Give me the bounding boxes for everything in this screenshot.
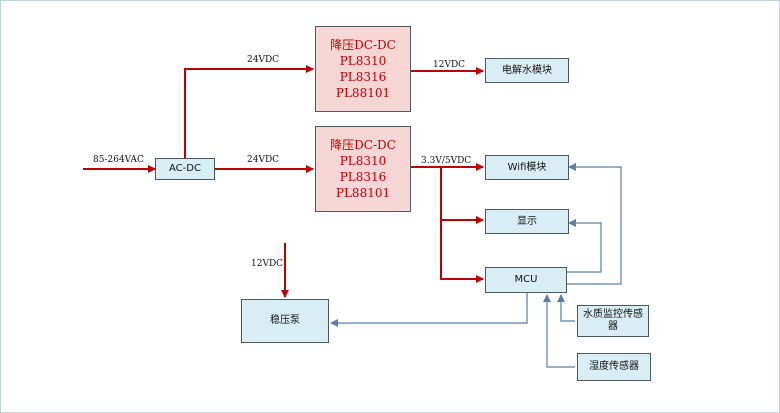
- display-label: 显示: [517, 215, 537, 227]
- acdc-label: AC-DC: [169, 163, 201, 174]
- water-quality-sensor-block: 水质监控传感器: [577, 305, 649, 337]
- mcu-block: MCU: [485, 267, 567, 293]
- pump-label: 稳压泵: [270, 315, 300, 326]
- v12-pump-label: 12VDC: [251, 259, 284, 269]
- water-quality-to-mcu-line: [557, 294, 575, 322]
- acdc-to-dcdc-top-line: [184, 65, 314, 158]
- mcu-label: MCU: [514, 274, 538, 285]
- v12-top-label: 12VDC: [433, 60, 466, 70]
- electrolysis-module-label: 电解水模块: [502, 64, 552, 76]
- water-quality-sensor-label: 水质监控传感器: [583, 309, 643, 332]
- humidity-to-mcu-line: [543, 294, 575, 368]
- dcdc-mid-title: 降压DC-DC: [330, 138, 396, 152]
- branch-to-mcu-line: [440, 167, 484, 283]
- dcdc-top-part-3: PL88101: [335, 86, 391, 100]
- wifi-module-label: Wifi模块: [507, 161, 547, 173]
- mcu-to-pump-line: [330, 293, 528, 327]
- acdc-block: AC-DC: [155, 158, 215, 180]
- ac-input-label: 85-264VAC: [93, 155, 144, 165]
- wifi-module-block: Wifi模块: [485, 155, 569, 180]
- dcdc-top-block: 降压DC-DC PL8310 PL8316 PL88101: [315, 26, 411, 112]
- humidity-sensor-label: 湿度传感器: [589, 361, 639, 372]
- dcdc-top-title: 降压DC-DC: [330, 38, 396, 52]
- dcdc-mid-part-2: PL8316: [339, 170, 387, 184]
- pump-block: 稳压泵: [241, 299, 329, 343]
- mcu-to-wifi-line: [567, 163, 622, 285]
- v24-top-label: 24VDC: [247, 55, 280, 65]
- mcu-to-display-line: [567, 219, 602, 273]
- dcdc-mid-block: 降压DC-DC PL8310 PL8316 PL88101: [315, 126, 411, 212]
- display-block: 显示: [485, 209, 569, 234]
- dcdc-top-part-1: PL8310: [339, 54, 387, 68]
- electrolysis-module-block: 电解水模块: [485, 58, 569, 83]
- v33-label: 3.3V/5VDC: [421, 156, 472, 166]
- dcdc-mid-part-3: PL88101: [335, 186, 391, 200]
- humidity-sensor-block: 湿度传感器: [577, 353, 651, 381]
- v24-mid-label: 24VDC: [247, 155, 280, 165]
- dcdc-mid-part-1: PL8310: [339, 154, 387, 168]
- dcdc-top-part-2: PL8316: [339, 70, 387, 84]
